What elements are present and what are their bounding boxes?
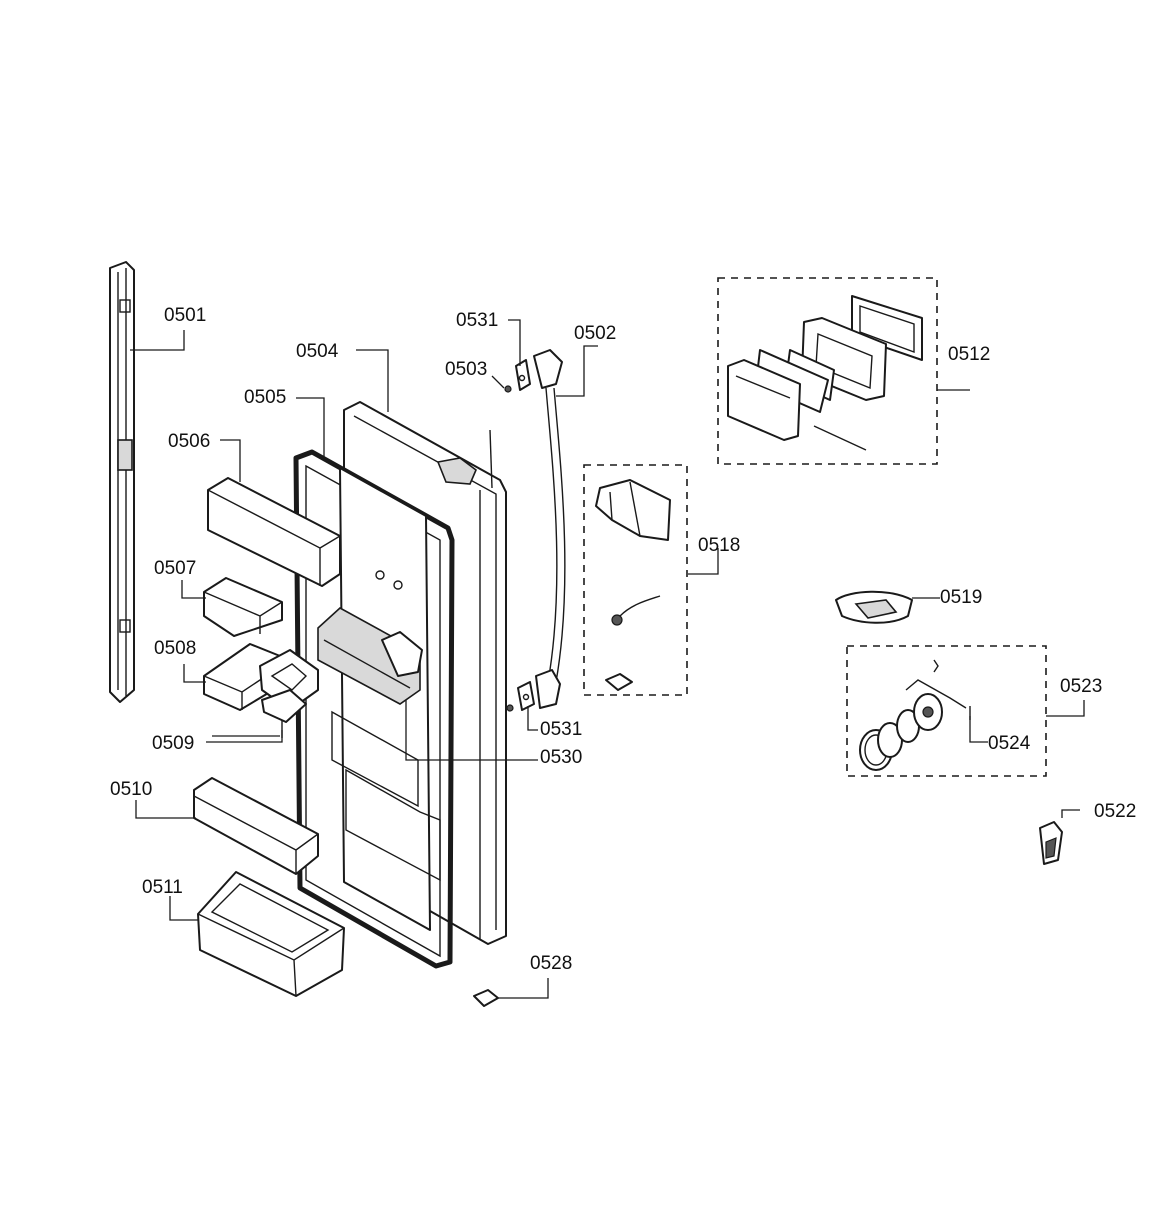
label-0507: 0507	[154, 558, 197, 579]
label-0508: 0508	[154, 638, 197, 659]
part-0522-switch	[1039, 821, 1063, 865]
part-0519-cover	[835, 590, 913, 624]
part-0523-motor-group	[846, 645, 1047, 777]
door-inner-liner	[317, 467, 441, 931]
part-0507-small-tray	[203, 577, 283, 637]
part-0506-door-bin	[207, 477, 341, 587]
part-0531-clip-bottom	[506, 681, 535, 712]
label-0531-top: 0531	[456, 310, 499, 331]
label-0531-bottom: 0531	[540, 719, 583, 740]
label-0505: 0505	[244, 387, 287, 408]
label-0524: 0524	[988, 733, 1031, 754]
part-0501-trim-strip	[109, 261, 135, 703]
label-0523: 0523	[1060, 676, 1103, 697]
label-0510: 0510	[110, 779, 153, 800]
part-0528-small-clip	[473, 989, 499, 1007]
label-0530: 0530	[540, 747, 583, 768]
part-0503-screw	[504, 385, 512, 393]
label-0518: 0518	[698, 535, 741, 556]
part-0518-dispenser-group	[583, 464, 688, 696]
label-0501: 0501	[164, 305, 207, 326]
label-0504: 0504	[296, 341, 339, 362]
part-0502-door-handle	[533, 349, 566, 709]
label-0503: 0503	[445, 359, 488, 380]
leader-lines	[130, 319, 1085, 999]
label-0519: 0519	[940, 587, 983, 608]
label-0502: 0502	[574, 323, 617, 344]
part-0509-holder	[259, 649, 319, 738]
label-0506: 0506	[168, 431, 211, 452]
label-0522: 0522	[1094, 801, 1137, 822]
part-0531-clip-top	[515, 359, 531, 391]
label-0512: 0512	[948, 344, 991, 365]
label-0528: 0528	[530, 953, 573, 974]
label-0511: 0511	[142, 877, 183, 898]
part-0512-display-group	[717, 277, 938, 465]
label-0509: 0509	[152, 733, 195, 754]
part-0511-large-bin	[197, 871, 345, 997]
